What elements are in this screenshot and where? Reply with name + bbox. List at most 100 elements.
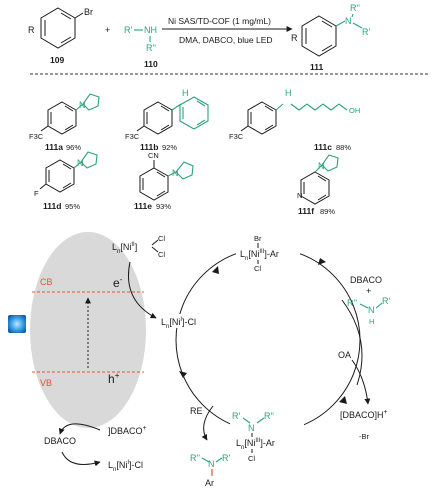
- electron-label: e-: [113, 275, 123, 290]
- product-r-prime: R': [362, 27, 370, 37]
- id-111b: 111b: [140, 142, 158, 152]
- product-111a: F3C N 111a 96%: [29, 93, 100, 152]
- released-r-prime: R': [222, 453, 230, 463]
- yield-111e: 93%: [156, 202, 171, 211]
- ni-top-formula: Ln[NiIII]-Ar: [240, 249, 279, 262]
- id-111f: 111f: [298, 206, 314, 216]
- ni-top-cl: Cl: [254, 264, 261, 273]
- aryl-bromide-structure: Br R 109: [28, 7, 93, 65]
- ni-ii-dichloride: Ln[NiII] Cl Cl: [112, 234, 165, 319]
- product-structure: R N R'' R' 111: [291, 3, 370, 72]
- ni-bottom-r-prime: R': [232, 411, 240, 421]
- plus-sign: +: [105, 25, 110, 35]
- id-111c: 111c: [314, 142, 332, 152]
- ni-iii-aryl-bromide-complex: Br Ln[NiIII]-Ar Cl: [236, 232, 300, 273]
- product-number: 111: [310, 62, 324, 72]
- cycle-amine-n: N: [368, 305, 375, 315]
- cycle-plus: +: [366, 286, 371, 296]
- n-atom-111f: N: [318, 161, 325, 171]
- amine-nh: NH: [144, 25, 157, 35]
- product-111d: F N 111d 95%: [34, 151, 98, 211]
- yield-111d: 95%: [65, 202, 80, 211]
- n-atom-111a: N: [79, 100, 86, 110]
- yield-111c: 88%: [336, 143, 351, 152]
- amine-number: 110: [144, 59, 158, 69]
- bromide-label: -Br: [359, 432, 370, 441]
- oa-label: OA: [338, 350, 351, 360]
- substituent-111a: F3C: [29, 132, 44, 141]
- dbacoh-label: [DBACO]H+: [340, 409, 388, 420]
- vb-label: VB: [40, 378, 52, 388]
- dbaco-regen-arrow-bottom: [61, 451, 101, 467]
- reagent-line-1: Ni SAS/TD-COF (1 mg/mL): [168, 16, 271, 26]
- blue-led-icon: [8, 315, 26, 333]
- product-111c: F3C H OH 111c 88%: [229, 88, 360, 152]
- photocatalyst-band-diagram: CB VB e- h+: [8, 232, 146, 428]
- cycle-arrowhead-top-right: [318, 258, 326, 265]
- ni-top-br: Br: [254, 234, 262, 243]
- released-n: N: [208, 459, 215, 469]
- yield-111f: 89%: [320, 207, 335, 216]
- ni-i-chloride-complex: Ln[NiI]-Cl: [160, 314, 212, 330]
- n-atom-111e: N: [172, 168, 179, 178]
- yield-111a: 96%: [66, 143, 81, 152]
- ni-iii-amido-complex: R' N R'' Ln[NiIII]-Ar Cl: [230, 408, 304, 464]
- substituent-111c: F3C: [229, 132, 244, 141]
- substituent-111e: CN: [148, 151, 159, 160]
- id-111d: 111d: [43, 201, 61, 211]
- yield-111b: 92%: [162, 143, 177, 152]
- product-r-double: R'': [350, 3, 360, 13]
- substrate-number: 109: [50, 55, 64, 65]
- released-r-double: R'': [190, 453, 200, 463]
- dbacoh-out-arrow: [351, 359, 371, 405]
- ni-ii-cl-2: Cl: [158, 250, 165, 259]
- amine-r-double: R'': [146, 43, 156, 53]
- product-111f: N N 111f 89%: [297, 154, 339, 216]
- bottom-ni-i-formula: Ln[NiI]-Cl: [108, 460, 143, 473]
- re-label: RE: [190, 406, 203, 416]
- substituent-111d: F: [34, 189, 39, 198]
- product-111b: F3C H 111b 92%: [125, 88, 209, 152]
- bottom-dbaco-label: DBACO: [44, 436, 76, 446]
- dbaco-regeneration: DBACO ]DBACO+ Ln[NiI]-Cl: [44, 423, 147, 473]
- ni-left-formula: Ln[NiI]-Cl: [161, 317, 196, 330]
- cycle-amine-r-prime: R': [382, 296, 390, 306]
- id-111a: 111a: [45, 142, 63, 152]
- hole-label: h+: [108, 371, 120, 386]
- product-111e: CN N 111e 93%: [134, 151, 194, 211]
- cycle-arrowhead-top-left: [212, 266, 219, 274]
- bottom-dbaco-cation: ]DBACO+: [108, 425, 147, 436]
- pyridine-n-111f: N: [297, 191, 302, 200]
- cb-label: CB: [40, 277, 53, 287]
- ni-ii-formula: Ln[NiII]: [112, 242, 137, 255]
- amine-structure: R' NH R'' 110: [124, 25, 158, 69]
- amine-in-arrow: [341, 299, 363, 386]
- n-atom-111d: N: [77, 158, 84, 168]
- ni-bottom-r-double: R'': [264, 411, 274, 421]
- ni-bottom-cl: Cl: [248, 454, 255, 463]
- cycle-circle: [175, 247, 361, 433]
- ni-bottom-formula: Ln[NiIII]-Ar: [236, 438, 275, 451]
- general-reaction: Br R 109 + R' NH R'' 110 Ni SAS/TD-COF (…: [28, 3, 430, 75]
- product-r-group: R: [291, 33, 298, 43]
- reductive-elimination-step: RE R'' N R' N Ar: [190, 405, 230, 488]
- cycle-dbaco-label: DBACO: [350, 275, 382, 285]
- amine-r-prime: R': [124, 25, 132, 35]
- catalytic-cycle: Br Ln[NiIII]-Ar Cl Ln[NiI]-Cl Ln[NiII] C…: [112, 232, 390, 488]
- amine-coordination-step: DBACO + R'' N R' H OA [DBACO]H+ -Br: [338, 275, 390, 441]
- dbaco-regen-arrow-top: [58, 423, 101, 435]
- bromine-label: Br: [84, 7, 93, 17]
- activation-arrow: [128, 261, 157, 319]
- cycle-arrowhead-bottom-right: [339, 396, 347, 404]
- r-group-label: R: [28, 25, 35, 35]
- id-111e: 111e: [134, 201, 152, 211]
- released-aryl: Ar: [205, 478, 214, 488]
- oh-atom-111c: OH: [349, 106, 360, 115]
- ni-ii-cl-1: Cl: [158, 234, 165, 243]
- ni-bottom-n: N: [248, 423, 255, 433]
- cycle-amine-r-double: R'': [347, 298, 357, 308]
- substituent-111b: F3C: [125, 132, 140, 141]
- product-n: N: [345, 16, 352, 26]
- nh-atom-111b: H: [182, 88, 189, 98]
